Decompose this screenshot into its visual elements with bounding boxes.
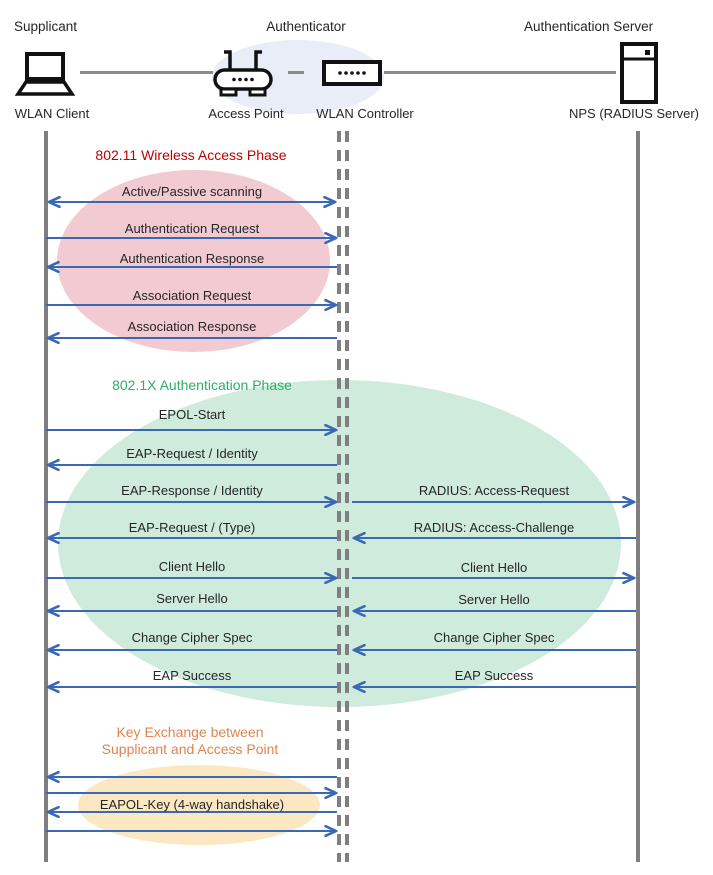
message-label: RADIUS: Access-Challenge: [413, 520, 575, 535]
server-icon: [620, 42, 658, 104]
message-label: EAP-Request / (Type): [128, 520, 256, 535]
message-label: Client Hello: [158, 559, 226, 574]
message-label: EPOL-Start: [158, 407, 226, 422]
connector-dash: [288, 71, 304, 74]
message-label: EAP-Response / Identity: [121, 483, 263, 498]
message-label: Authentication Response: [119, 251, 265, 266]
message-label: EAP Success: [152, 668, 232, 683]
device-access-point: Access Point: [208, 106, 284, 121]
role-authenticator: Authenticator: [266, 19, 346, 34]
message-label: Association Response: [127, 319, 257, 334]
wireless-router-icon: [213, 50, 273, 97]
phase-title-80211: 802.11 Wireless Access Phase: [95, 147, 287, 163]
message-label: Change Cipher Spec: [433, 630, 555, 645]
message-label: EAPOL-Key (4-way handshake): [99, 797, 285, 812]
role-authentication-server: Authentication Server: [524, 19, 654, 34]
message-label: Active/Passive scanning: [121, 184, 263, 199]
phase-title-8021x: 802.1X Authentication Phase: [112, 377, 292, 393]
message-label: Server Hello: [458, 592, 530, 607]
message-label: Association Request: [132, 288, 252, 303]
message-label: Client Hello: [460, 560, 528, 575]
message-label: EAP Success: [454, 668, 534, 683]
lifeline-wlan-client: [44, 131, 48, 862]
phase-title-key-exchange-line2: Supplicant and Access Point: [101, 741, 279, 757]
message-label: RADIUS: Access-Request: [418, 483, 570, 498]
device-nps-radius-server: NPS (RADIUS Server): [568, 106, 700, 121]
message-label: Authentication Request: [124, 221, 260, 236]
message-label: EAP-Request / Identity: [126, 446, 258, 461]
lifeline-wlan-controller-right: [345, 131, 349, 862]
message-label: Server Hello: [156, 591, 228, 606]
phase-title-key-exchange-line1: Key Exchange between: [116, 724, 264, 740]
connector-line: [384, 71, 616, 74]
device-wlan-client: WLAN Client: [14, 106, 90, 121]
lifeline-nps-server: [636, 131, 640, 862]
connector-line: [80, 71, 213, 74]
role-supplicant: Supplicant: [14, 19, 78, 34]
laptop-icon: [14, 52, 76, 96]
lifeline-wlan-controller-left: [337, 131, 341, 862]
message-label: Change Cipher Spec: [131, 630, 253, 645]
device-wlan-controller: WLAN Controller: [316, 106, 414, 121]
controller-box-icon: [322, 60, 382, 86]
